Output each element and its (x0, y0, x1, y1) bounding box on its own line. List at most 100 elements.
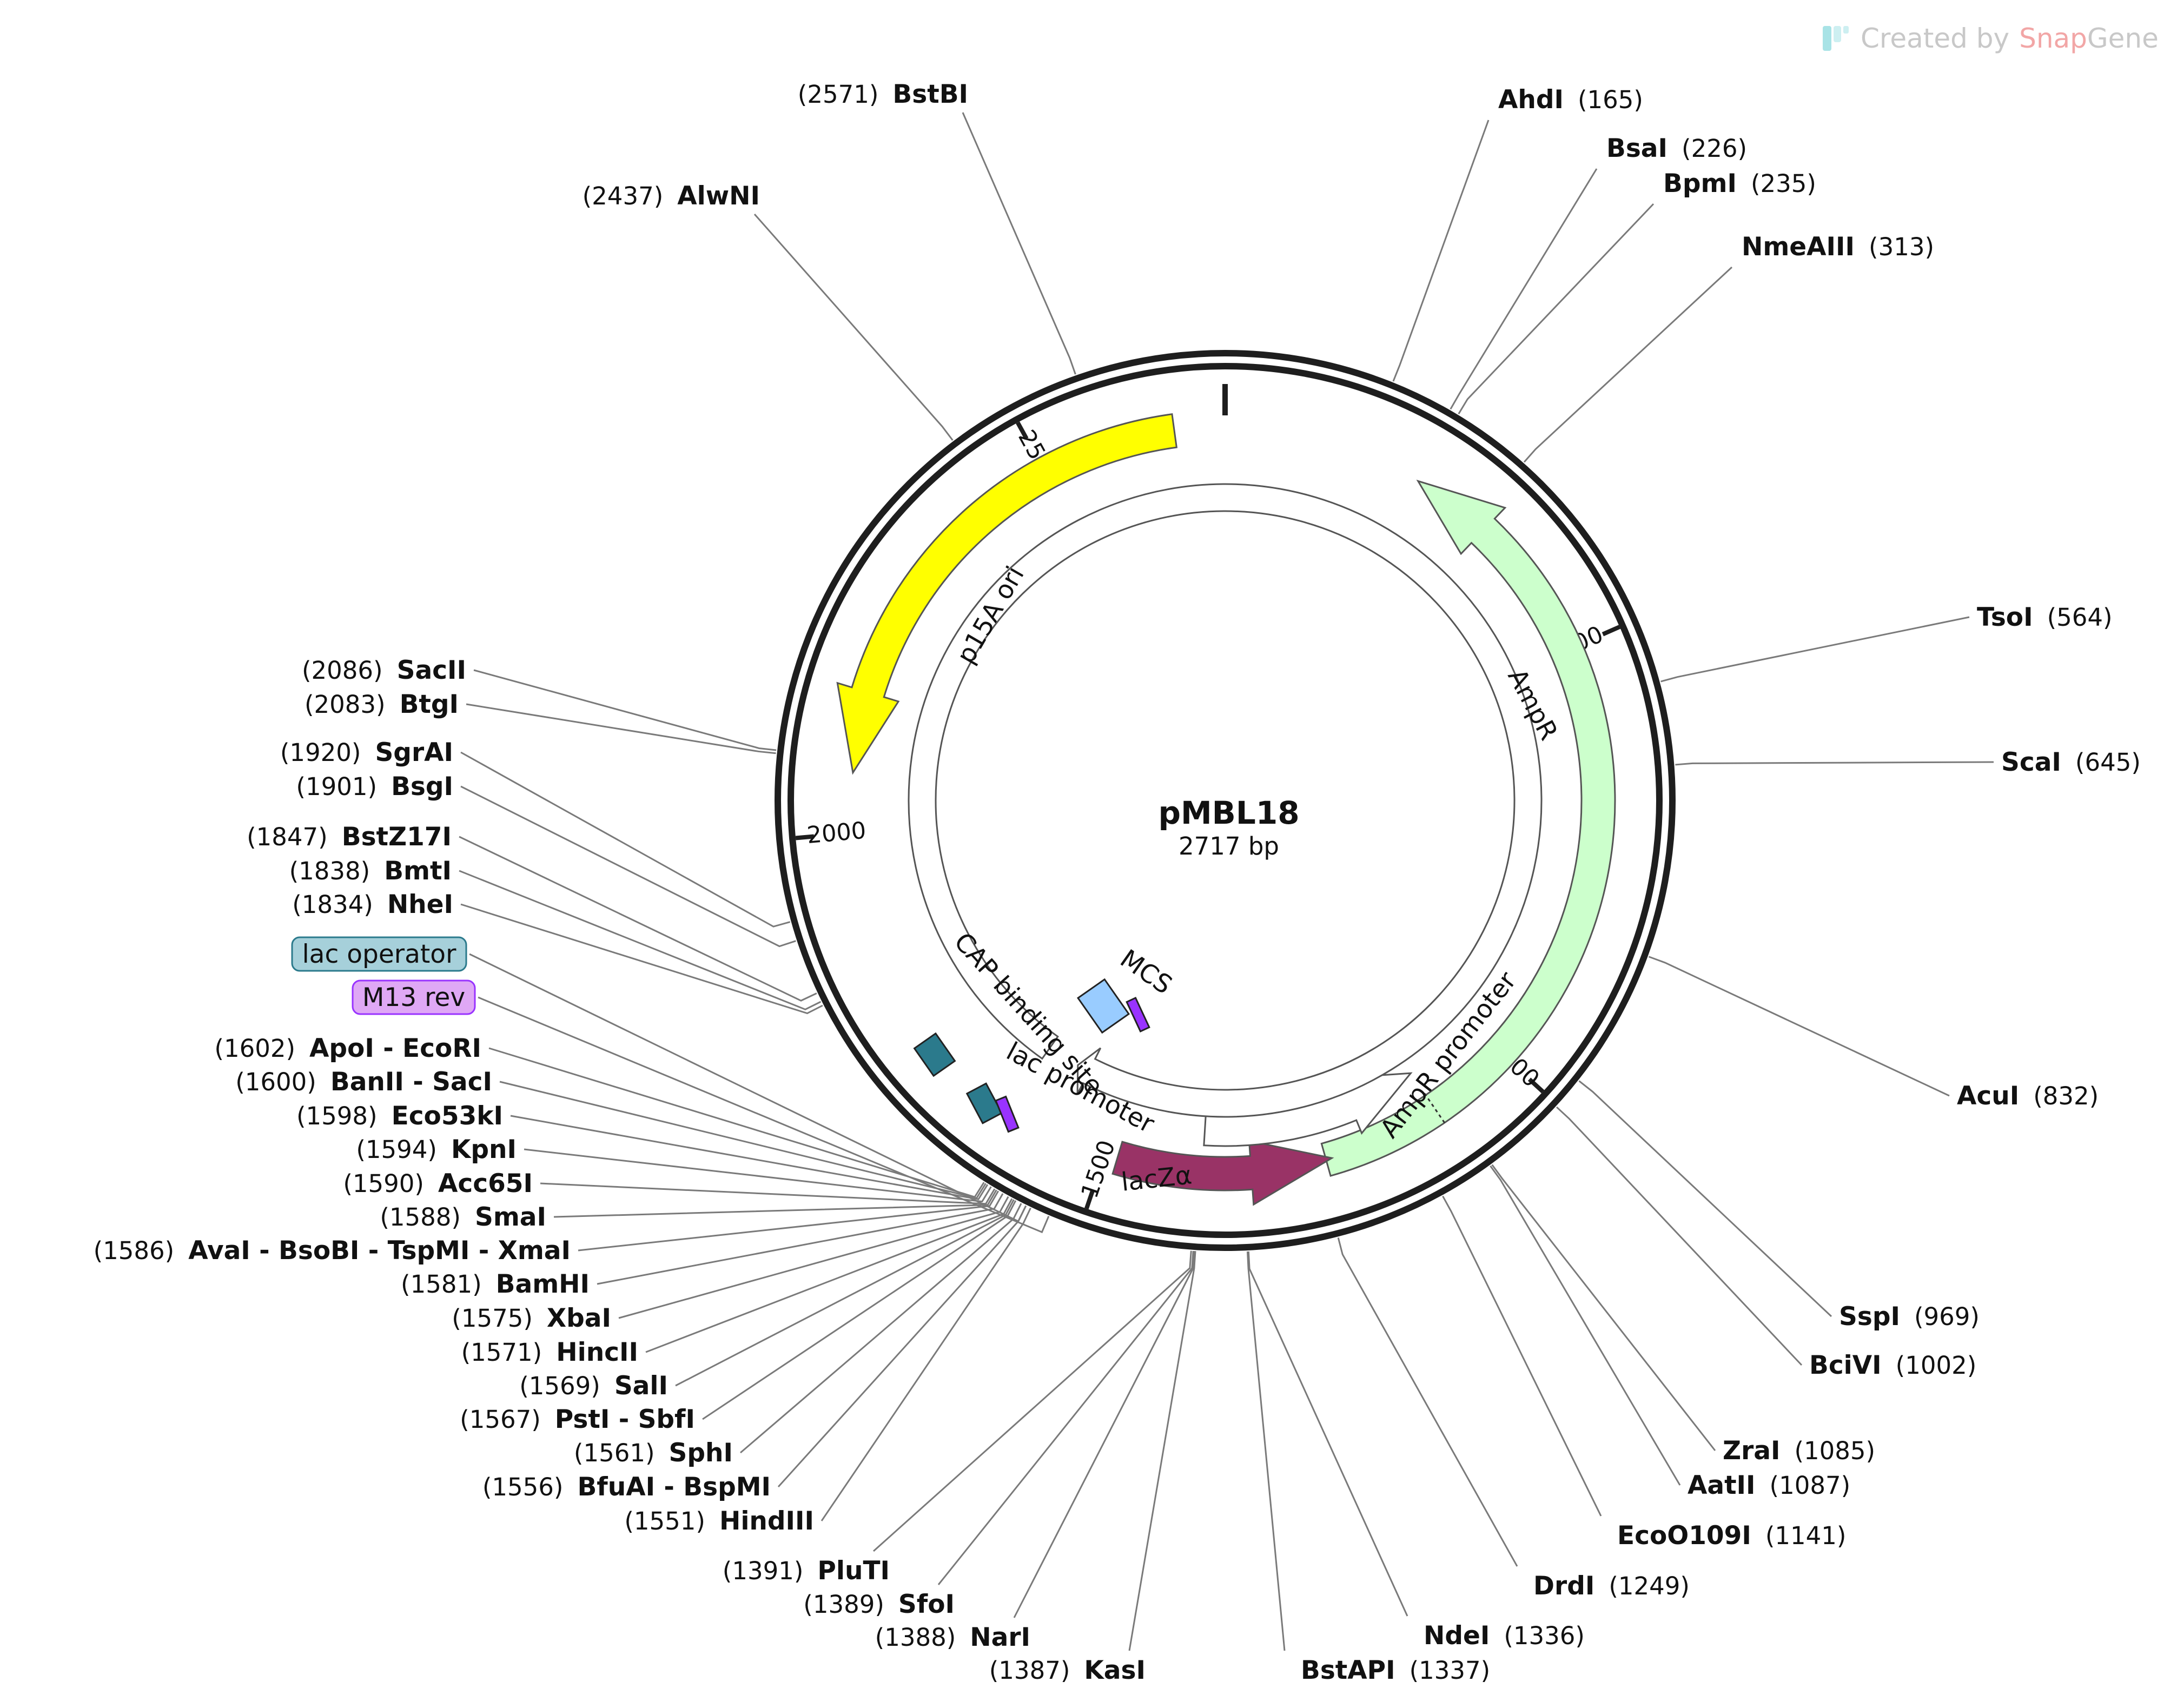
site-bstz17i[interactable]: (1847)BstZ17I (247, 822, 452, 852)
site-eco53ki[interactable]: (1598)Eco53kI (296, 1101, 503, 1131)
leader-bmti (459, 870, 822, 1011)
site-bstapi[interactable]: BstAPI(1337) (1301, 1656, 1490, 1685)
site-label-btgi: (2083)BtgI (305, 690, 459, 719)
feature-lacz-arrow[interactable] (1111, 1140, 1334, 1206)
leader-btgi (466, 703, 776, 754)
site-acc65i[interactable]: (1590)Acc65I (343, 1169, 533, 1199)
feature-lac-promoter-arrow[interactable] (908, 483, 1543, 1118)
site-ahdi[interactable]: AhdI(165) (1498, 85, 1643, 115)
tick-500 (1602, 625, 1621, 637)
site-label-nari: (1388)NarI (875, 1623, 1030, 1652)
site-xbai[interactable]: (1575)XbaI (452, 1303, 611, 1333)
site-aatii[interactable]: AatII(1087) (1688, 1471, 1850, 1500)
site-hindiii[interactable]: (1551)HindIII (624, 1506, 814, 1536)
leader-zrai (1491, 1164, 1716, 1451)
site-banii-saci[interactable]: (1600)BanII - SacI (235, 1067, 492, 1097)
site-label-smai: (1588)SmaI (380, 1202, 546, 1232)
site-sgrai[interactable]: (1920)SgrAI (280, 738, 453, 767)
leader-bstbi (962, 112, 1076, 375)
feature-cap-binding-site-block-0[interactable] (913, 1032, 956, 1077)
feature-lac-operator-block-1[interactable] (965, 1082, 1003, 1124)
site-psti-sbfi[interactable]: (1567)PstI - SbfI (460, 1405, 695, 1434)
site-scai[interactable]: ScaI(645) (2001, 747, 2141, 777)
leader-sacii (473, 669, 777, 751)
site-label-sspi: SspI(969) (1839, 1302, 1980, 1332)
site-ndei[interactable]: NdeI(1336) (1424, 1621, 1585, 1651)
leader-bpmi (1458, 203, 1655, 415)
site-sphi[interactable]: (1561)SphI (574, 1438, 733, 1468)
site-nari[interactable]: (1388)NarI (875, 1623, 1030, 1652)
site-bpmi[interactable]: BpmI(235) (1663, 169, 1816, 198)
site-smai[interactable]: (1588)SmaI (380, 1202, 546, 1232)
site-bcivi[interactable]: BciVI(1002) (1809, 1350, 1976, 1380)
site-bfuai-bspmi[interactable]: (1556)BfuAI - BspMI (482, 1472, 771, 1502)
leader-nmeaiii (1523, 266, 1733, 463)
feature-mcs-block-3[interactable] (1076, 978, 1130, 1034)
site-pluti[interactable]: (1391)PluTI (723, 1556, 890, 1586)
leader-eco53ki (510, 1115, 989, 1201)
feature-m13-rev-block-2[interactable] (995, 1095, 1020, 1133)
site-label-xbai: (1575)XbaI (452, 1303, 611, 1333)
site-label-hindiii: (1551)HindIII (624, 1506, 814, 1536)
site-label-nmeaiii: NmeAIII(313) (1742, 232, 1934, 262)
leader-nari (1013, 1250, 1195, 1618)
site-btgi[interactable]: (2083)BtgI (305, 690, 459, 719)
lac-operator-label-box[interactable]: lac operator (291, 936, 467, 972)
site-nhei[interactable]: (1834)NheI (292, 890, 453, 919)
lac-operator-label: lac operator (302, 939, 456, 969)
site-bamhi[interactable]: (1581)BamHI (401, 1269, 590, 1299)
site-label-bcivi: BciVI(1002) (1809, 1350, 1976, 1380)
snapgene-logo-icon (1823, 26, 1849, 51)
leader-scai (1675, 761, 1994, 766)
site-label-kpni: (1594)KpnI (356, 1135, 517, 1164)
site-bsai[interactable]: BsaI(226) (1606, 134, 1747, 163)
site-nmeaiii[interactable]: NmeAIII(313) (1742, 232, 1934, 262)
site-avai-bsobi-tspmi-xmai[interactable]: (1586)AvaI - BsoBI - TspMI - XmaI (94, 1236, 571, 1266)
leader-bamhi (597, 1193, 1004, 1285)
restriction-site-labels: (2571)BstBI (2437)AlwNI AhdI(165) BsaI(226)… (94, 80, 2141, 1685)
site-bsgi[interactable]: (1901)BsgI (296, 772, 453, 802)
feature-mcs-block-4[interactable] (1126, 997, 1150, 1032)
m13-rev-label-box[interactable]: M13 rev (352, 979, 476, 1015)
feature-ampr-arrow[interactable] (1320, 479, 1616, 1177)
leader-bsgi (460, 785, 796, 948)
site-label-apoi-ecori: (1602)ApoI - EcoRI (214, 1034, 481, 1063)
site-label-bfuai-bspmi: (1556)BfuAI - BspMI (482, 1472, 771, 1502)
site-kasi[interactable]: (1387)KasI (989, 1656, 1146, 1685)
site-zrai[interactable]: ZraI(1085) (1723, 1436, 1875, 1466)
leader-sspi (1578, 1080, 1832, 1318)
leader-kasi (1128, 1251, 1196, 1651)
site-label-ahdi: AhdI(165) (1498, 85, 1643, 115)
site-sali[interactable]: (1569)SalI (519, 1371, 668, 1401)
site-label-eco53ki: (1598)Eco53kI (296, 1101, 503, 1131)
site-sfoi[interactable]: (1389)SfoI (803, 1590, 955, 1619)
site-label-kasi: (1387)KasI (989, 1656, 1146, 1685)
leader-acui (1648, 956, 1950, 1097)
site-kpni[interactable]: (1594)KpnI (356, 1135, 517, 1164)
feature-p15a-ori-arrow[interactable] (836, 413, 1178, 775)
leader-sphi (740, 1203, 1022, 1454)
leader-sgrai (460, 751, 791, 928)
watermark-brand-b: Gene (2087, 23, 2159, 54)
site-bmti[interactable]: (1838)BmtI (289, 856, 452, 886)
site-sspi[interactable]: SspI(969) (1839, 1302, 1980, 1332)
plasmid-title-block: pMBL18 2717 bp (1158, 795, 1299, 860)
site-bstbi[interactable]: (2571)BstBI (798, 80, 968, 109)
watermark-brand-a: Snap (2019, 23, 2087, 54)
site-label-sacii: (2086)SacII (302, 656, 466, 685)
site-label-alwni: (2437)AlwNI (583, 181, 760, 211)
site-sacii[interactable]: (2086)SacII (302, 656, 466, 685)
site-hincii[interactable]: (1571)HincII (461, 1338, 638, 1367)
site-label-bstapi: BstAPI(1337) (1301, 1656, 1490, 1685)
site-tsoi[interactable]: TsoI(564) (1977, 603, 2113, 632)
site-acui[interactable]: AcuI(832) (1957, 1081, 2099, 1111)
site-drdi[interactable]: DrdI(1249) (1533, 1571, 1690, 1601)
site-ecoo109i[interactable]: EcoO109I(1141) (1617, 1521, 1846, 1551)
site-apoi-ecori[interactable]: (1602)ApoI - EcoRI (214, 1034, 481, 1063)
site-label-bstz17i: (1847)BstZ17I (247, 822, 452, 852)
site-alwni[interactable]: (2437)AlwNI (583, 181, 760, 211)
leader-drdi (1337, 1237, 1518, 1567)
tick-2000 (795, 834, 815, 840)
leader-sfoi (937, 1250, 1194, 1585)
